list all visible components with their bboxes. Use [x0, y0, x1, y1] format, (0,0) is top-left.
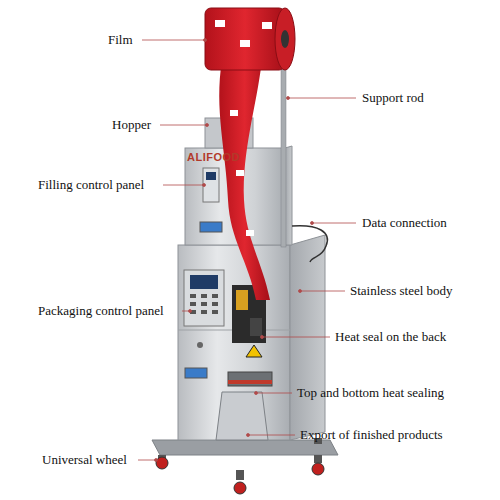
filling-control-panel-part: [203, 168, 219, 202]
output-chute-part: [216, 392, 268, 440]
filling-control-panel-part: [206, 172, 216, 180]
support-rod: [281, 55, 286, 247]
film-strip: [219, 60, 270, 300]
film-strip-part: [230, 110, 238, 116]
leader-lines-part: [203, 184, 206, 187]
sealing-unit-part: [228, 372, 272, 386]
sealing-unit: [228, 285, 272, 386]
leader-lines-part: [189, 310, 192, 313]
packaging-control-panel-part: [197, 342, 203, 348]
wheels-part: [234, 482, 246, 494]
part-label: Filling control panel: [38, 177, 144, 192]
packaging-control-panel-part: [201, 310, 207, 314]
film-strip-part: [236, 170, 244, 176]
data-cable-part: [292, 226, 327, 262]
packaging-control-panel-part: [190, 302, 196, 306]
packaging-control-panel-part: [201, 294, 207, 298]
leader-lines-part: [247, 434, 250, 437]
film-strip-part: [246, 230, 254, 236]
packaging-control-panel-part: [184, 270, 224, 326]
lower-cabinet-part: [290, 235, 325, 440]
leader-lines-part: [163, 185, 204, 186]
wheels-part: [312, 463, 324, 475]
leader-lines-part: [288, 98, 356, 99]
leader-lines-part: [299, 290, 302, 293]
lower-cabinet-part: [178, 245, 290, 440]
sealing-unit-part: [236, 290, 248, 310]
film-roll-part: [240, 40, 250, 47]
filling-control-panel: [200, 168, 222, 232]
wheels-part: [314, 455, 322, 463]
packaging-control-panel-part: [190, 275, 218, 289]
packaging-control-panel-part: [185, 368, 207, 378]
output-chute: [216, 392, 268, 440]
support-rod-part: [281, 55, 286, 247]
packaging-control-panel-part: [201, 302, 207, 306]
leader-lines-part: [142, 40, 205, 41]
leader-lines-part: [160, 125, 207, 126]
leader-lines-part: [138, 460, 156, 461]
part-label: Heat seal on the back: [335, 329, 446, 344]
part-label: Stainless steel body: [350, 283, 453, 298]
leader-lines-part: [256, 393, 292, 394]
leader-lines-part: [255, 392, 258, 395]
sealing-unit-part: [228, 380, 272, 384]
brand-watermark: ALIFOOD: [187, 150, 240, 165]
wheels: [156, 438, 324, 494]
part-label: Top and bottom heat sealing: [297, 385, 444, 400]
film-roll: [205, 8, 295, 70]
leader-lines-part: [311, 222, 314, 225]
sealing-unit-part: [250, 318, 262, 336]
packaging-control-panel: [184, 270, 224, 378]
film-roll-part: [215, 20, 225, 27]
sealing-unit-part: [246, 345, 262, 357]
film-strip-part: [219, 60, 270, 300]
base-plate-part: [152, 440, 338, 455]
film-roll-part: [281, 30, 289, 48]
part-label: Hopper: [112, 117, 151, 132]
leader-lines-part: [204, 39, 207, 42]
leader-lines-part: [155, 459, 158, 462]
part-label: Data connection: [362, 215, 447, 230]
leader-lines-part: [262, 337, 330, 338]
wheels-part: [236, 470, 244, 480]
packaging-control-panel-part: [212, 294, 218, 298]
part-label: Support rod: [362, 90, 424, 105]
leader-lines-part: [300, 291, 345, 292]
part-label: Packaging control panel: [38, 303, 164, 318]
data-cable: [292, 226, 327, 262]
leader-lines-part: [287, 97, 290, 100]
packaging-control-panel-part: [212, 302, 218, 306]
base-plate: [152, 440, 338, 455]
wheels-part: [156, 457, 168, 469]
leader-lines-part: [261, 336, 264, 339]
leader-lines-part: [206, 124, 209, 127]
packaging-control-panel-part: [190, 294, 196, 298]
film-roll-part: [205, 8, 285, 70]
leader-lines-part: [312, 223, 356, 224]
film-roll-part: [262, 22, 272, 29]
part-label: Film: [108, 32, 133, 47]
leader-lines-part: [248, 435, 295, 436]
part-label: Export of finished products: [300, 427, 443, 442]
part-label: Universal wheel: [42, 452, 127, 467]
filling-control-panel-part: [200, 222, 222, 232]
packaging-control-panel-part: [212, 310, 218, 314]
film-roll-part: [275, 8, 295, 70]
